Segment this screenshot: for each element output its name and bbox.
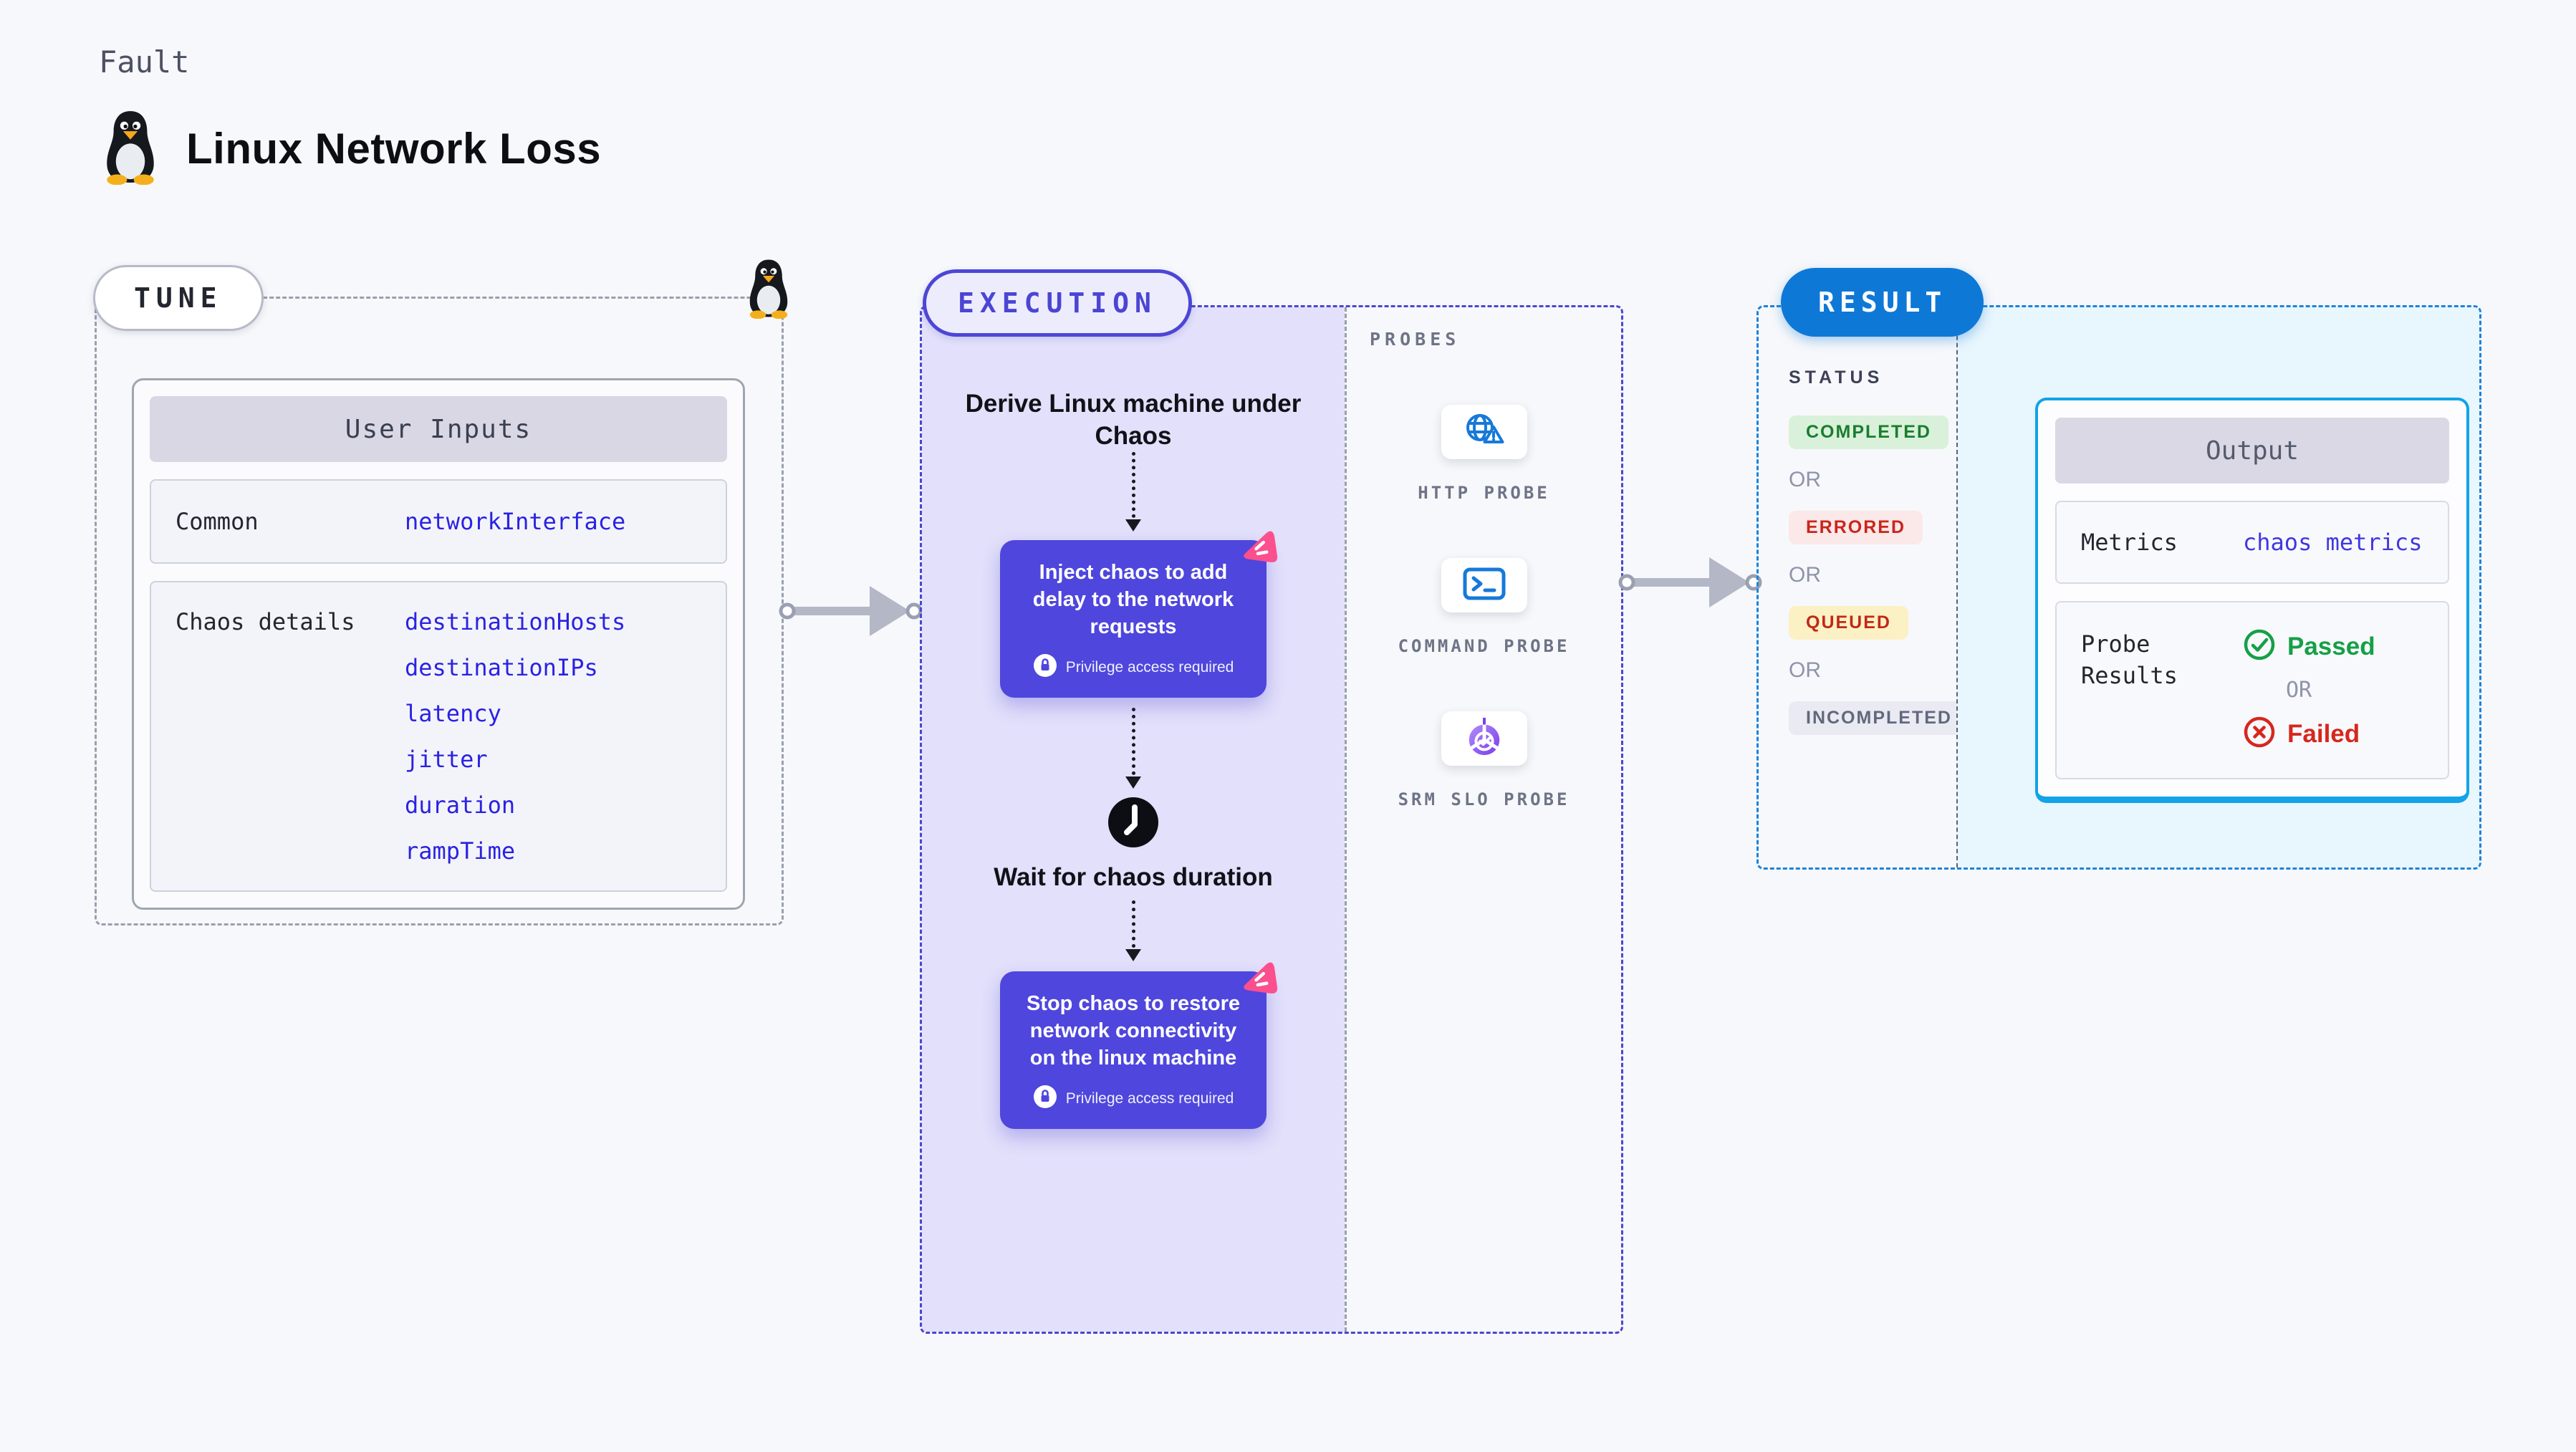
output-row-metrics: Metrics chaos metrics (2055, 501, 2449, 584)
probe-name: HTTP PROBE (1418, 483, 1550, 503)
tune-pill: TUNE (93, 265, 264, 331)
tune-to-execution-arrow (778, 572, 924, 650)
status-badge-queued: QUEUED (1789, 606, 1908, 640)
result-output-panel: Output Metrics chaos metrics Probe Resul… (1956, 307, 2479, 867)
param-value: networkInterface (405, 508, 626, 535)
inject-chaos-node: Inject chaos to add delay to the network… (1000, 531, 1278, 698)
linux-penguin-icon (99, 109, 162, 188)
execution-flow-panel: Derive Linux machine under Chaos Inject … (922, 307, 1345, 1332)
execution-section: Derive Linux machine under Chaos Inject … (920, 305, 1623, 1334)
passed-label: Passed (2287, 632, 2375, 660)
flow-arrow-down (1125, 452, 1141, 532)
status-badge-errored: ERRORED (1789, 511, 1923, 544)
probe-card (1441, 558, 1527, 612)
status-badge-incompleted: INCOMPLETED (1789, 701, 1969, 735)
probes-label: PROBES (1370, 329, 1461, 350)
lock-icon (1033, 1085, 1057, 1113)
globe-alert-icon (1461, 411, 1508, 453)
clock-icon (1107, 796, 1160, 852)
or-separator: OR (1789, 468, 1821, 491)
input-row-chaos-details: Chaos details destinationHosts destinati… (150, 581, 727, 892)
user-inputs-card: User Inputs Common networkInterface Chao… (132, 378, 745, 910)
probe-item-http: HTTP PROBE (1398, 405, 1570, 505)
lock-icon (1033, 653, 1057, 682)
probe-name: COMMAND PROBE (1398, 636, 1570, 656)
output-title: Output (2055, 418, 2449, 484)
x-circle-icon (2243, 716, 2276, 752)
chaos-fault-icon (1239, 529, 1278, 571)
result-pill: RESULT (1781, 268, 1984, 337)
or-separator: OR (1789, 563, 1821, 587)
param-value: duration (405, 792, 516, 819)
probe-card (1441, 711, 1527, 766)
probes-panel: PROBES (1345, 307, 1621, 1332)
wait-step-text: Wait for chaos duration (994, 863, 1273, 891)
page-title: Linux Network Loss (186, 125, 602, 173)
input-row-common: Common networkInterface (150, 479, 727, 564)
flow-arrow-down (1125, 900, 1141, 961)
input-row-label: Common (176, 508, 259, 535)
param-value: destinationHosts (405, 608, 626, 635)
probe-card (1441, 405, 1527, 459)
stop-chaos-text: Stop chaos to restore network connectivi… (1026, 992, 1241, 1069)
user-inputs-title: User Inputs (150, 396, 727, 462)
slo-pie-icon (1464, 716, 1505, 761)
probe-item-srm-slo: SRM SLO PROBE (1398, 711, 1570, 812)
stop-chaos-node: Stop chaos to restore network connectivi… (1000, 962, 1278, 1129)
param-value: destinationIPs (405, 654, 598, 681)
execution-to-result-arrow (1618, 543, 1764, 622)
privilege-label: Privilege access required (1065, 659, 1234, 675)
metrics-value: chaos metrics (2243, 529, 2423, 556)
status-label: STATUS (1789, 367, 1884, 388)
status-badge-completed: COMPLETED (1789, 415, 1948, 449)
input-row-label: Chaos details (176, 608, 355, 635)
privilege-label: Privilege access required (1065, 1090, 1234, 1107)
probe-name: SRM SLO PROBE (1398, 789, 1570, 809)
or-separator: OR (2286, 678, 2312, 703)
chaos-fault-icon (1239, 960, 1278, 1002)
param-value: latency (405, 700, 501, 727)
failed-label: Failed (2287, 719, 2360, 748)
or-separator: OR (1789, 658, 1821, 682)
output-row-probe-results: Probe Results Passed OR (2055, 601, 2449, 779)
derive-step-text: Derive Linux machine under Chaos (965, 390, 1302, 450)
param-value: jitter (405, 746, 488, 773)
check-circle-icon (2243, 628, 2276, 665)
fault-kicker: Fault (99, 44, 190, 80)
execution-pill: EXECUTION (923, 269, 1192, 337)
output-card: Output Metrics chaos metrics Probe Resul… (2035, 398, 2469, 803)
metrics-label: Metrics (2081, 529, 2178, 556)
linux-penguin-icon (744, 258, 794, 322)
flow-arrow-down (1125, 708, 1141, 789)
param-value: rampTime (405, 837, 516, 865)
inject-chaos-text: Inject chaos to add delay to the network… (1032, 561, 1234, 638)
probe-results-label: Probe Results (2081, 630, 2178, 689)
probe-item-command: COMMAND PROBE (1398, 558, 1570, 658)
result-section: STATUS COMPLETED OR ERRORED OR QUEUED OR… (1756, 305, 2481, 870)
title-row: Linux Network Loss (99, 109, 601, 188)
status-column: STATUS COMPLETED OR ERRORED OR QUEUED OR… (1759, 307, 1969, 867)
terminal-icon (1462, 566, 1506, 605)
